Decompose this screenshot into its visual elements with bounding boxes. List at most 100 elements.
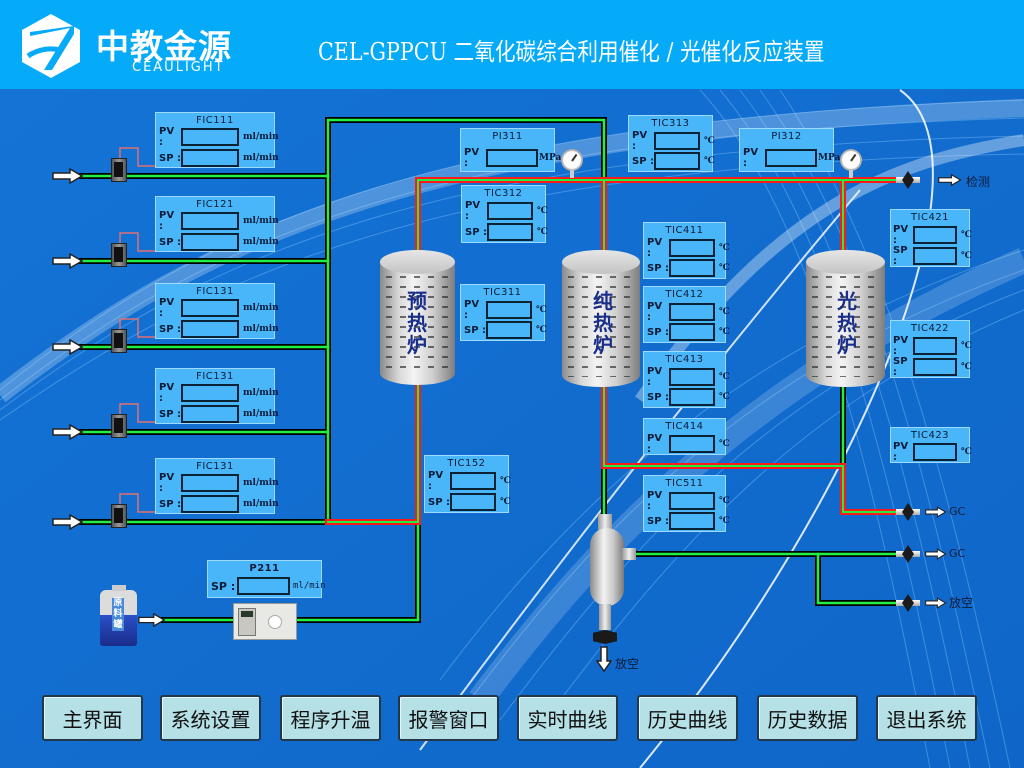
pv-field[interactable] [487, 202, 533, 220]
sp-field[interactable] [181, 320, 239, 338]
pv-field[interactable] [669, 435, 715, 453]
nav-main-button[interactable]: 主界面 [42, 695, 143, 741]
mass-flow-controller-icon[interactable] [111, 414, 127, 438]
vent-valve-icon[interactable] [902, 594, 914, 612]
sp-label: SP : [159, 408, 182, 420]
sp-field[interactable] [654, 152, 700, 170]
furnace-label: 预热炉 [407, 289, 427, 357]
photo-heat-furnace[interactable]: 光热炉 [806, 250, 885, 387]
pressure-gauge-icon [561, 149, 583, 171]
unit-label: ℃ [961, 251, 972, 261]
pv-field[interactable] [913, 443, 957, 461]
condenser-side-fitting [622, 548, 636, 560]
pv-label: PV : [893, 224, 909, 246]
pv-field[interactable] [765, 149, 817, 167]
pv-field[interactable] [669, 303, 715, 321]
unit-label: ml/min [243, 478, 279, 488]
pv-label: PV : [159, 126, 175, 148]
pressure-indicator-panel: PI311 PV :MPa [460, 128, 561, 172]
sp-field[interactable] [669, 388, 715, 406]
pv-field[interactable] [486, 149, 538, 167]
pv-label: PV : [647, 433, 663, 455]
gc-valve-2-icon[interactable] [902, 545, 914, 563]
pv-field[interactable] [669, 492, 715, 510]
detect-valve-icon[interactable] [902, 171, 914, 189]
pv-field[interactable] [913, 337, 957, 355]
sp-field[interactable] [669, 323, 715, 341]
nav-program-heating-button[interactable]: 程序升温 [280, 695, 381, 741]
pv-field[interactable] [913, 226, 957, 244]
panel-tag: FIC121 [196, 199, 234, 210]
furnace-label: 光热炉 [837, 289, 857, 357]
pure-heat-furnace[interactable]: 纯热炉 [562, 250, 640, 387]
panel-tag: TIC152 [447, 458, 486, 469]
panel-tag: TIC423 [910, 430, 950, 441]
nav-history-data-button[interactable]: 历史数据 [757, 695, 858, 741]
pv-field[interactable] [181, 212, 239, 230]
pv-label: PV : [159, 297, 175, 319]
sp-field[interactable] [181, 495, 239, 513]
unit-label: ℃ [961, 341, 972, 351]
sp-field[interactable] [181, 149, 239, 167]
vent-bottom-label: 放空 [615, 657, 640, 671]
nav-history-curve-button[interactable]: 历史曲线 [637, 695, 738, 741]
panel-tag: FIC131 [196, 286, 234, 297]
unit-label: ℃ [719, 439, 730, 449]
sp-field[interactable] [181, 405, 239, 423]
unit-label: ℃ [704, 136, 715, 146]
inlet-arrow-icon [52, 253, 84, 269]
sp-label: SP : [464, 324, 487, 336]
sp-label: SP : [647, 326, 670, 338]
gauge-stem [849, 170, 853, 178]
mass-flow-controller-icon[interactable] [111, 504, 127, 528]
nav-alarm-window-button[interactable]: 报警窗口 [398, 695, 499, 741]
gc-valve-1-icon[interactable] [902, 503, 914, 521]
pv-field[interactable] [669, 239, 715, 257]
mass-flow-controller-icon[interactable] [111, 329, 127, 353]
pv-field[interactable] [181, 128, 239, 146]
unit-label: ℃ [719, 496, 730, 506]
panel-tag: TIC422 [910, 323, 950, 334]
raw-material-tank[interactable]: 原料罐 [100, 585, 137, 646]
condenser-vessel[interactable] [590, 528, 624, 606]
sp-field[interactable] [237, 577, 290, 595]
sp-field[interactable] [669, 259, 715, 277]
pv-label: PV : [743, 147, 759, 169]
liquid-pump[interactable] [233, 603, 297, 640]
pv-field[interactable] [181, 474, 239, 492]
sp-field[interactable] [913, 358, 957, 376]
sp-field[interactable] [487, 223, 533, 241]
nav-realtime-curve-button[interactable]: 实时曲线 [517, 695, 618, 741]
panel-tag: FIC131 [196, 371, 234, 382]
pv-field[interactable] [654, 132, 700, 150]
pv-label: PV : [464, 299, 480, 321]
bottom-drain-valve-icon[interactable] [593, 630, 617, 644]
sp-field[interactable] [181, 233, 239, 251]
mass-flow-controller-icon[interactable] [111, 158, 127, 182]
sp-label: SP : [893, 356, 908, 378]
pv-field[interactable] [181, 384, 239, 402]
nav-system-settings-button[interactable]: 系统设置 [160, 695, 261, 741]
sp-field[interactable] [450, 493, 496, 511]
nav-exit-button[interactable]: 退出系统 [876, 695, 977, 741]
pv-label: PV : [893, 441, 909, 463]
sp-field[interactable] [486, 321, 532, 339]
pv-field[interactable] [181, 299, 239, 317]
sp-field[interactable] [669, 512, 715, 530]
sp-label: SP : [428, 496, 451, 508]
inlet-arrow-icon [52, 514, 84, 530]
pv-field[interactable] [450, 472, 496, 490]
pv-label: PV : [159, 210, 175, 232]
pv-label: PV : [647, 301, 663, 323]
pv-label: PV : [893, 335, 909, 357]
mass-flow-controller-icon[interactable] [111, 243, 127, 267]
pv-field[interactable] [486, 301, 532, 319]
unit-label: ml/min [243, 388, 279, 398]
pv-field[interactable] [669, 368, 715, 386]
sp-field[interactable] [913, 247, 957, 265]
unit-label: ml/min [293, 581, 326, 591]
unit-label: ℃ [961, 230, 972, 240]
vent-outlet-arrow-icon [925, 597, 947, 609]
flow-controller-panel: FIC121 PV :ml/min SP :ml/min [155, 196, 279, 252]
preheat-furnace[interactable]: 预热炉 [380, 250, 455, 385]
